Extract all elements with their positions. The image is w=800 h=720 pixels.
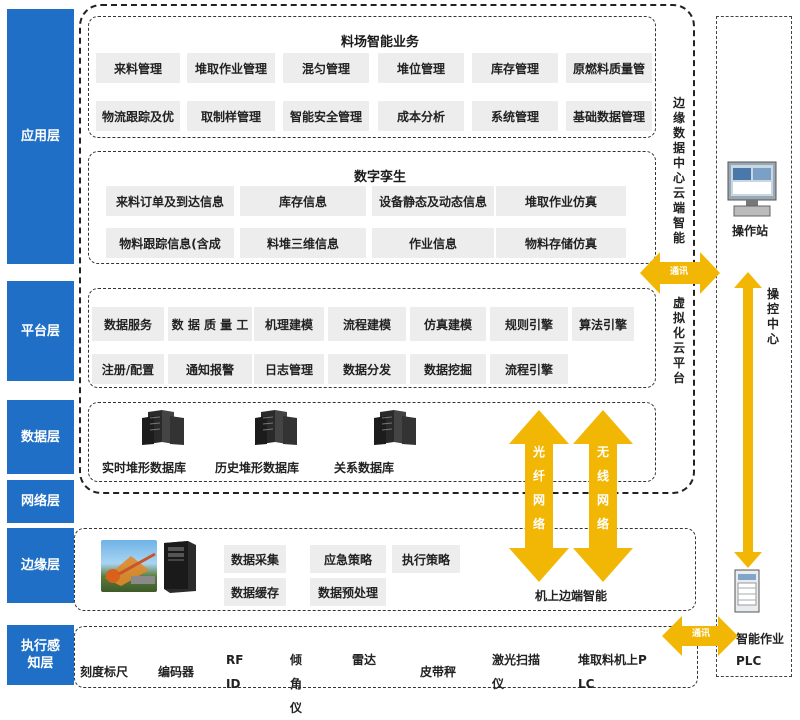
fiber-network-arrow [509,410,569,582]
platform-item-r1-1: 数据服务 [92,307,164,341]
control-center-frame [716,16,792,677]
server-rack-icon [140,408,186,446]
onboard-edge-intelligence-label: 机上边端智能 [535,589,608,603]
platform-item-r1-5: 仿真建模 [410,307,486,341]
tower-server-icon [160,539,198,593]
sensor-4: 倾角仪 [290,653,303,715]
platform-item-r2-6: 流程引擎 [490,354,568,384]
business-item-r1-1: 来料管理 [96,53,180,83]
twin-item-r2-4: 物料存储仿真 [496,228,626,258]
business-item-r1-6: 原燃料质量管 [566,53,652,83]
sensor-section [74,626,698,688]
data-section [88,402,656,482]
business-item-r2-4: 成本分析 [378,101,464,131]
platform-item-r2-5: 数据挖掘 [410,354,486,384]
business-item-r2-6: 基础数据管理 [566,101,652,131]
twin-item-r2-3: 作业信息 [372,228,494,258]
server-rack-icon [372,408,418,446]
business-item-r2-1: 物流跟踪及优 [96,101,180,131]
layer-edge: 边缘层 [7,528,74,603]
layer-network: 网络层 [7,480,74,523]
layer-platform: 平台层 [7,281,74,381]
plc-cabinet-icon [733,568,761,614]
sensor-2: 编码器 [158,665,195,679]
platform-item-r2-1: 注册/配置 [92,354,164,384]
layer-data: 数据层 [7,400,74,474]
sensor-6: 皮带秤 [420,665,457,679]
comm-arrow-mid [640,252,720,294]
platform-section [88,288,656,388]
platform-item-r2-4: 数据分发 [328,354,406,384]
digital-twin-section [88,151,656,264]
database-label-3: 关系数据库 [334,461,395,475]
platform-item-r1-7: 算法引擎 [572,307,634,341]
operator-station-label: 操作站 [732,224,769,238]
edge-cloud-label: 边缘数据中心云端智能 [672,96,685,245]
business-title: 料场智能业务 [340,35,419,50]
business-item-r2-3: 智能安全管理 [283,101,369,131]
business-item-r1-5: 库存管理 [472,53,558,83]
comm-arrow-mid-label: 通讯 [670,267,689,277]
control-center-label: 操控中心 [766,287,779,346]
platform-item-r1-3: 机理建模 [254,307,324,341]
business-item-r1-2: 堆取作业管理 [187,53,275,83]
platform-item-r1-4: 流程建模 [328,307,406,341]
server-rack-icon [253,408,299,446]
platform-item-r2-3: 日志管理 [254,354,324,384]
edge-item-r2-1: 数据缓存 [224,578,286,606]
twin-item-r1-4: 堆取作业仿真 [496,186,626,216]
layer-application: 应用层 [7,9,74,264]
business-item-r2-2: 取制样管理 [187,101,275,131]
sensor-3: RFID [226,653,244,691]
edge-item-r2-2: 数据预处理 [310,578,386,606]
platform-item-r2-2: 通知报警 [168,354,252,384]
sensor-8: 堆取料机上PLC [578,653,647,691]
comm-arrow-bottom-label: 通讯 [692,629,711,639]
platform-item-r1-2: 数 据 质 量 工 [168,307,252,341]
database-label-1: 实时堆形数据库 [102,461,187,475]
digital-twin-title: 数字孪生 [353,170,406,185]
business-section [88,16,656,138]
business-item-r2-5: 系统管理 [472,101,558,131]
sensor-7: 激光扫描仪 [492,653,541,691]
database-label-2: 历史堆形数据库 [215,461,300,475]
smart-plc-label: 智能作业PLC [736,632,785,668]
control-vertical-arrow [734,272,762,568]
virtual-cloud-label: 虚拟化云平台 [672,296,685,385]
edge-item-r1-2: 应急策略 [310,545,386,573]
wireless-network-label: 无线网络 [596,445,609,531]
platform-item-r1-6: 规则引擎 [490,307,568,341]
layer-exec-sensing: 执行感知层 [7,625,74,685]
edge-section [74,528,696,611]
fiber-network-label: 光纤网络 [532,445,545,531]
operator-workstation-icon [726,160,778,220]
wireless-network-arrow [573,410,633,582]
sensor-1: 刻度标尺 [80,665,129,679]
twin-item-r2-2: 料堆三维信息 [240,228,366,258]
edge-item-r1-3: 执行策略 [392,545,460,573]
edge-item-r1-1: 数据采集 [224,545,286,573]
comm-arrow-bottom [662,616,738,656]
twin-item-r1-3: 设备静态及动态信息 [372,186,494,216]
sensor-5: 雷达 [352,653,377,667]
edge-data-center-frame [79,4,695,494]
business-item-r1-4: 堆位管理 [378,53,464,83]
twin-item-r1-1: 来料订单及到达信息 [106,186,234,216]
business-item-r1-3: 混匀管理 [283,53,369,83]
twin-item-r1-2: 库存信息 [240,186,366,216]
twin-item-r2-1: 物料跟踪信息(含成 [106,228,234,258]
stacker-reclaimer-photo [101,540,157,592]
